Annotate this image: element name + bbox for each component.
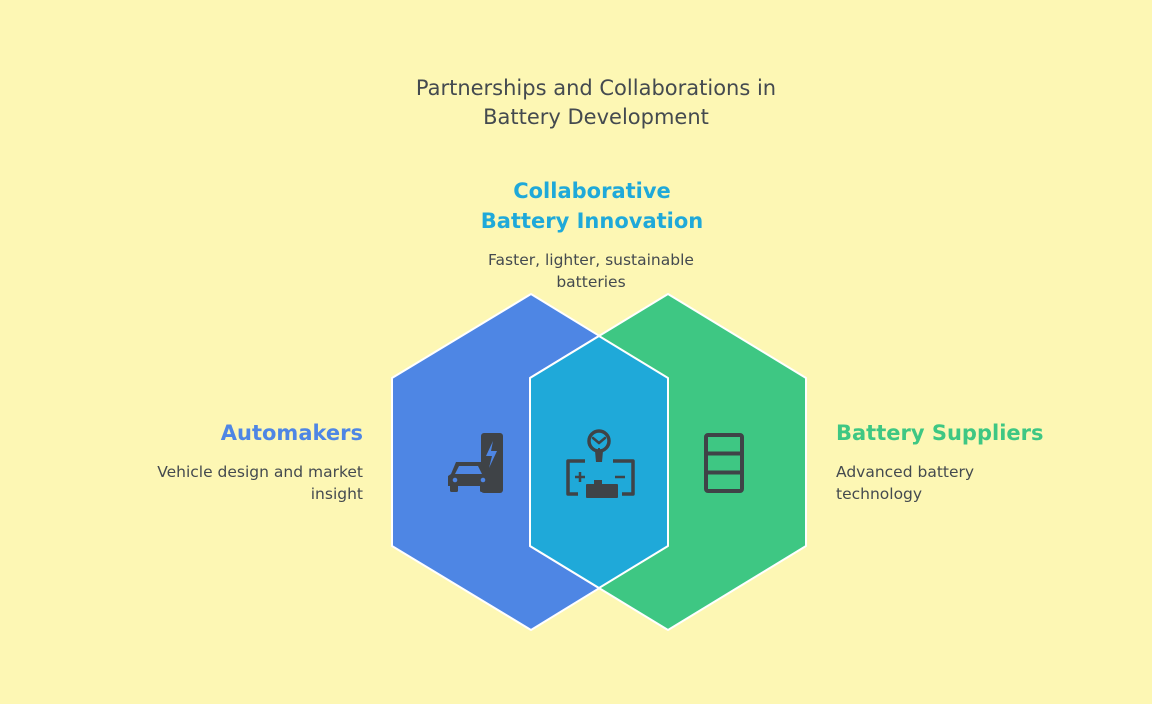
center-desc-line-1: Faster, lighter, sustainable (488, 251, 694, 269)
automakers-desc-line-2: insight (310, 485, 363, 503)
suppliers-desc-line-2: technology (836, 485, 923, 503)
center-heading-line-2: Battery Innovation (480, 209, 704, 233)
battery-cells-icon (704, 433, 744, 493)
automakers-description: Vehicle design and market insight (120, 461, 363, 505)
collaborative-battery-innovation-heading: Collaborative Battery Innovation (452, 176, 732, 236)
battery-suppliers-description: Advanced battery technology (836, 461, 1036, 505)
suppliers-desc-line-1: Advanced battery (836, 463, 975, 481)
center-desc-line-2: batteries (556, 273, 626, 291)
title-line-1: Partnerships and Collaborations in (415, 76, 777, 100)
electric-car-charging-icon (448, 433, 503, 493)
automakers-desc-line-1: Vehicle design and market (157, 463, 363, 481)
diagram-title: Partnerships and Collaborations in Batte… (376, 74, 816, 132)
collaborative-battery-innovation-description: Faster, lighter, sustainable batteries (470, 249, 712, 293)
center-heading-line-1: Collaborative (513, 179, 671, 203)
title-line-2: Battery Development (483, 105, 709, 129)
automakers-heading: Automakers (220, 421, 363, 445)
battery-suppliers-heading: Battery Suppliers (836, 421, 1044, 445)
battery-idea-icon (566, 429, 635, 498)
